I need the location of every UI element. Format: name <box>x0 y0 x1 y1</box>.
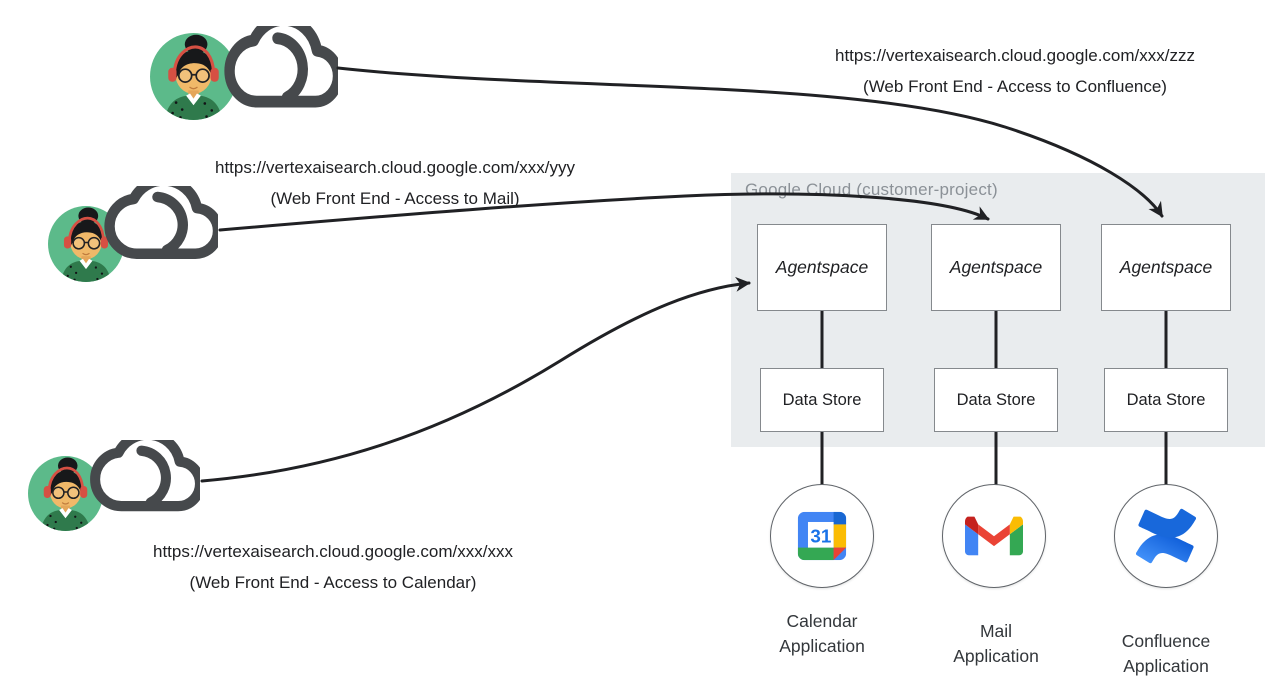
request-caption-confluence: (Web Front End - Access to Confluence) <box>863 77 1167 96</box>
datastore-box-calendar: Data Store <box>760 368 884 432</box>
mail-application-label: Mail Application <box>911 619 1081 668</box>
cloud-icon <box>96 186 218 272</box>
datastore-label: Data Store <box>956 390 1036 409</box>
datastore-label: Data Store <box>782 390 862 409</box>
agentspace-label: Agentspace <box>1119 257 1213 277</box>
datastore-box-mail: Data Store <box>934 368 1058 432</box>
cloud-icon <box>216 26 338 122</box>
confluence-application-circle <box>1114 484 1218 588</box>
gmail-icon <box>965 516 1023 556</box>
app-label-line2: Application <box>779 635 865 656</box>
google-cloud-project-label: Google Cloud (customer-project) <box>745 180 998 199</box>
request-caption-mail: (Web Front End - Access to Mail) <box>270 189 520 208</box>
agentspace-box-mail: Agentspace <box>931 224 1061 311</box>
arrow-user-to-agentspace-calendar <box>200 276 751 483</box>
app-label-line1: Mail <box>979 621 1013 641</box>
request-label-mail: https://vertexaisearch.cloud.google.com/… <box>165 152 625 214</box>
mail-application-circle <box>942 484 1046 588</box>
request-label-calendar: https://vertexaisearch.cloud.google.com/… <box>103 536 563 598</box>
agentspace-box-calendar: Agentspace <box>757 224 887 311</box>
request-url-confluence: https://vertexaisearch.cloud.google.com/… <box>835 46 1195 65</box>
agentspace-label: Agentspace <box>775 257 869 277</box>
google-calendar-icon <box>793 507 851 565</box>
app-label-line2: Application <box>1123 655 1209 676</box>
confluence-application-label: Confluence Application <box>1081 629 1251 678</box>
calendar-application-circle <box>770 484 874 588</box>
datastore-label: Data Store <box>1126 390 1206 409</box>
request-caption-calendar: (Web Front End - Access to Calendar) <box>189 573 477 592</box>
agentspace-box-confluence: Agentspace <box>1101 224 1231 311</box>
cloud-icon <box>82 440 200 524</box>
datastore-box-confluence: Data Store <box>1104 368 1228 432</box>
app-label-line2: Application <box>953 645 1039 666</box>
confluence-icon <box>1136 506 1196 566</box>
calendar-application-label: Calendar Application <box>737 609 907 658</box>
agentspace-label: Agentspace <box>949 257 1043 277</box>
app-label-line1: Calendar <box>786 611 858 631</box>
request-url-mail: https://vertexaisearch.cloud.google.com/… <box>215 158 575 177</box>
request-url-calendar: https://vertexaisearch.cloud.google.com/… <box>153 542 513 561</box>
app-label-line1: Confluence <box>1121 631 1211 651</box>
request-label-confluence: https://vertexaisearch.cloud.google.com/… <box>745 40 1282 102</box>
